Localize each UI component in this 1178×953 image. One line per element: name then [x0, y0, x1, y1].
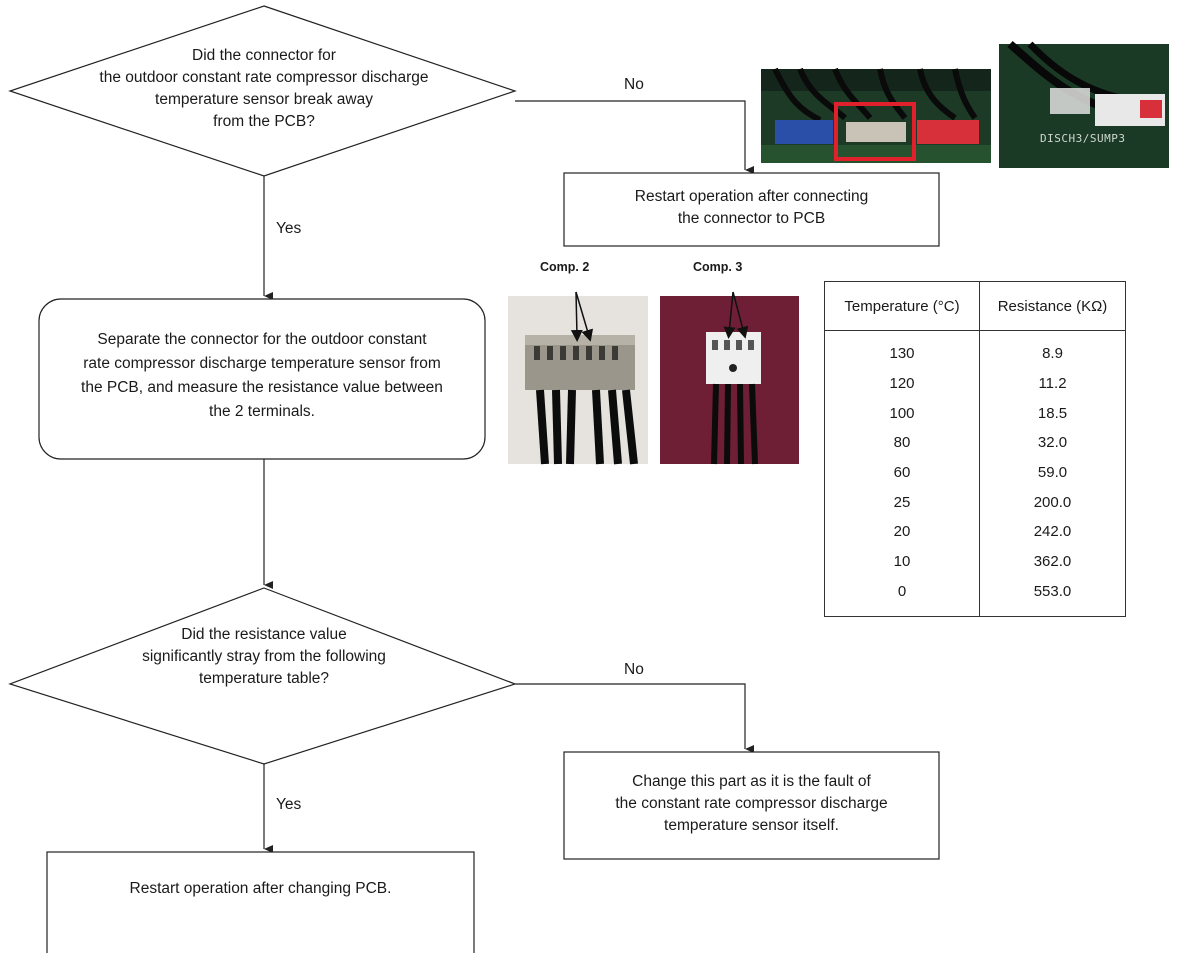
decision-2-yes-label: Yes — [276, 796, 302, 813]
comp-3-connector-photo — [660, 291, 799, 465]
decision-2-no-label: No — [624, 661, 644, 678]
highlight-box — [834, 102, 916, 161]
action-1-text: Restart operation after connecting the c… — [634, 188, 869, 227]
action-3-box — [563, 751, 940, 860]
action-4-text: Restart operation after changing PCB. — [129, 880, 392, 897]
comp-2-connector-photo — [508, 291, 648, 465]
decision-1-yes-label: Yes — [276, 220, 302, 237]
decision-2-no-connector — [515, 683, 754, 753]
action-4-box — [46, 851, 475, 953]
action-2-text: Separate the connector for the outdoor c… — [81, 331, 443, 420]
decision-1-no-label: No — [624, 76, 644, 93]
decision-1-text: Did the connector for the outdoor consta… — [99, 47, 429, 130]
pcb-closeup-photo — [999, 40, 1169, 168]
table-header-temperature: Temperature (°C) — [824, 281, 980, 331]
decision-2-text: Did the resistance value significantly s… — [142, 626, 386, 687]
comp-2-label: Comp. 2 — [540, 260, 590, 274]
pcb-silkscreen-label: DISCH3/SUMP3 — [1040, 132, 1126, 145]
table-header-row: Temperature (°C) Resistance (KΩ) — [824, 281, 1126, 331]
action-2-box — [38, 298, 486, 460]
decision-1-no-connector — [515, 100, 754, 174]
table-header-resistance: Resistance (KΩ) — [979, 281, 1126, 331]
comp-3-label: Comp. 3 — [693, 260, 743, 274]
pcb-connector-photo — [761, 67, 991, 163]
action-3-text: Change this part as it is the fault of t… — [615, 773, 888, 834]
action-1-box — [563, 172, 940, 247]
